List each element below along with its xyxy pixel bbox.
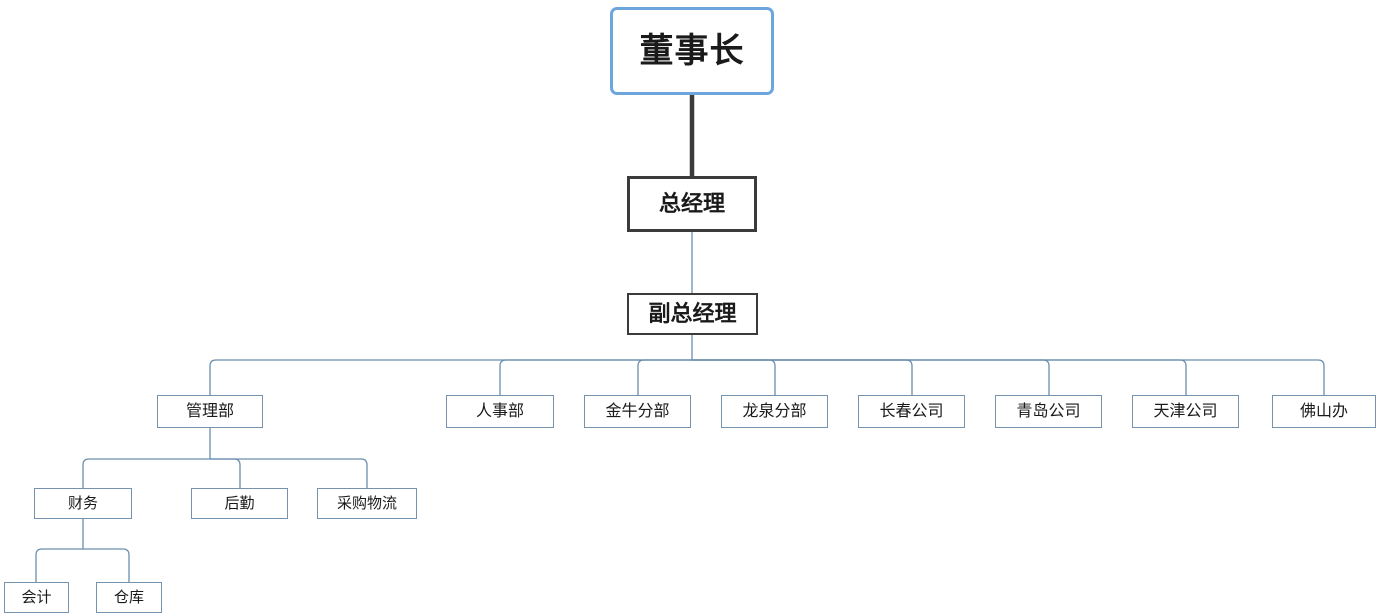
node-management-dept[interactable]: 管理部 [157, 395, 263, 428]
edge-subbus-to-finance [82, 458, 210, 488]
edge-bus-to-foshan-office [692, 359, 1325, 395]
edge-bus-to-tianjin-company [692, 359, 1187, 395]
node-deputy-general-manager[interactable]: 副总经理 [627, 293, 758, 335]
edge-bus-to-management-dept [209, 359, 692, 395]
node-general-manager[interactable]: 总经理 [627, 176, 757, 232]
node-longquan-branch[interactable]: 龙泉分部 [721, 395, 828, 428]
edge-bus-to-qingdao-company [692, 359, 1050, 395]
edge-bus-to-longquan-branch [692, 359, 776, 395]
edge-bus-to-hr-dept [499, 359, 692, 395]
node-hr-dept[interactable]: 人事部 [446, 395, 554, 428]
node-foshan-office[interactable]: 佛山办 [1272, 395, 1376, 428]
node-tianjin-company[interactable]: 天津公司 [1132, 395, 1239, 428]
edge-subbus-to-procurement-logistics [210, 458, 368, 488]
node-finance[interactable]: 财务 [34, 488, 132, 519]
node-accounting[interactable]: 会计 [4, 582, 69, 613]
edge-subbus-to-logistics [210, 458, 241, 488]
edge-bus-to-changchun-company [692, 359, 913, 395]
node-warehouse[interactable]: 仓库 [96, 582, 162, 613]
node-logistics[interactable]: 后勤 [191, 488, 288, 519]
node-procurement-logistics[interactable]: 采购物流 [317, 488, 417, 519]
node-changchun-company[interactable]: 长春公司 [858, 395, 965, 428]
edge-leafbus-to-accounting [35, 548, 83, 582]
edge-bus-to-jinniu-branch [637, 359, 692, 395]
node-jinniu-branch[interactable]: 金牛分部 [584, 395, 691, 428]
node-chairman[interactable]: 董事长 [610, 7, 774, 95]
edge-leafbus-to-warehouse [83, 548, 130, 582]
node-qingdao-company[interactable]: 青岛公司 [995, 395, 1102, 428]
